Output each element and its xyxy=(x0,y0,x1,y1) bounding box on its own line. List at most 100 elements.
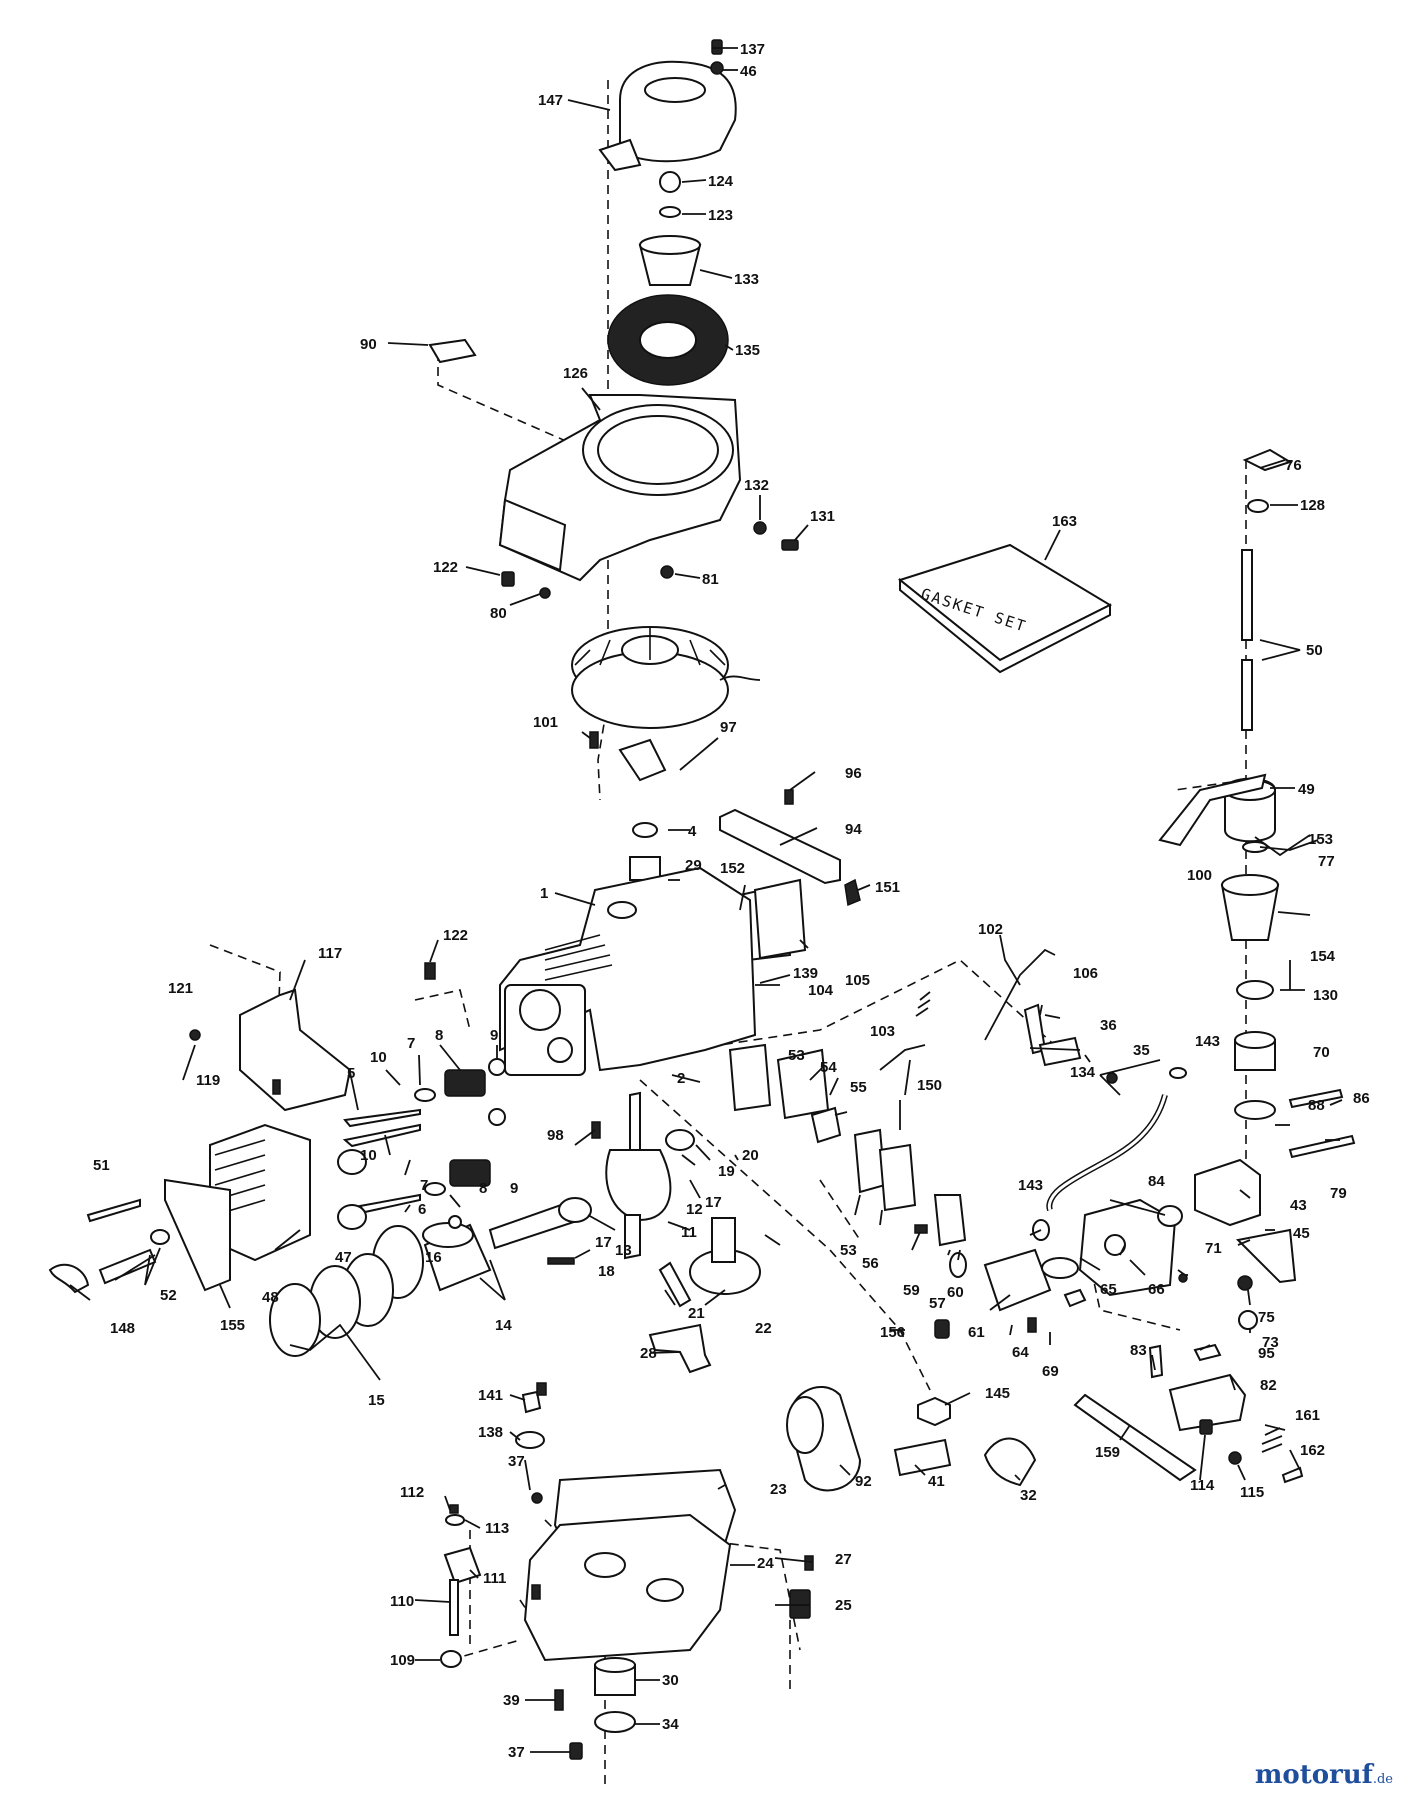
callout-154: 154 xyxy=(1310,948,1336,965)
callout-111: 111 xyxy=(483,1570,506,1587)
callout-98: 98 xyxy=(547,1127,564,1144)
callout-32: 32 xyxy=(1020,1487,1037,1504)
callout-113: 113 xyxy=(485,1520,509,1537)
callout-124: 124 xyxy=(708,173,734,190)
callout-135: 135 xyxy=(735,342,760,359)
callout-143: 143 xyxy=(1195,1033,1220,1050)
carburetor-66 xyxy=(1078,1198,1177,1297)
callout-60: 60 xyxy=(947,1284,964,1301)
callout-22: 22 xyxy=(755,1320,772,1337)
callout-115: 115 xyxy=(1240,1484,1264,1501)
callout-8: 8 xyxy=(435,1027,443,1044)
callout-20: 20 xyxy=(742,1147,759,1164)
callout-134: 134 xyxy=(1070,1064,1096,1081)
callout-10: 10 xyxy=(370,1049,387,1066)
callout-18: 18 xyxy=(598,1263,615,1280)
callout-83: 83 xyxy=(1130,1342,1147,1359)
callout-46: 46 xyxy=(740,63,757,80)
callout-159: 159 xyxy=(1095,1444,1120,1461)
piston-14 xyxy=(422,1222,492,1292)
callout-162: 162 xyxy=(1300,1442,1325,1459)
callout-112: 112 xyxy=(400,1484,424,1501)
callout-77: 77 xyxy=(1318,853,1335,870)
callout-54: 54 xyxy=(820,1059,837,1076)
callout-47: 47 xyxy=(335,1249,352,1266)
watermark-tld: .de xyxy=(1372,1772,1393,1787)
callout-97: 97 xyxy=(720,719,737,736)
callout-37: 37 xyxy=(508,1744,525,1761)
callout-155: 155 xyxy=(220,1317,245,1334)
cylinder-block-1 xyxy=(499,866,757,1076)
watermark-logo: motoruf.de xyxy=(1255,1760,1393,1790)
callout-7: 7 xyxy=(407,1035,415,1052)
callout-94: 94 xyxy=(845,821,862,838)
callout-5: 5 xyxy=(347,1065,355,1082)
callout-130: 130 xyxy=(1313,987,1338,1004)
callout-161: 161 xyxy=(1295,1407,1320,1424)
callout-25: 25 xyxy=(835,1597,852,1614)
callout-156: 156 xyxy=(880,1324,905,1341)
flywheel-97 xyxy=(571,626,761,729)
callout-37: 37 xyxy=(508,1453,525,1470)
callout-28: 28 xyxy=(640,1345,657,1362)
callout-12: 12 xyxy=(686,1201,703,1218)
callout-35: 35 xyxy=(1133,1042,1150,1059)
callout-21: 21 xyxy=(688,1305,705,1322)
callout-152: 152 xyxy=(720,860,745,877)
callout-56: 56 xyxy=(862,1255,879,1272)
callout-48: 48 xyxy=(262,1289,279,1306)
callout-75: 75 xyxy=(1258,1309,1275,1326)
callout-117: 117 xyxy=(318,945,342,962)
callout-70: 70 xyxy=(1313,1044,1330,1061)
callout-90: 90 xyxy=(360,336,377,353)
callout-53: 53 xyxy=(788,1047,805,1064)
callout-145: 145 xyxy=(985,1385,1010,1402)
callout-34: 34 xyxy=(662,1716,679,1733)
callout-43: 43 xyxy=(1290,1197,1307,1214)
callout-50: 50 xyxy=(1306,642,1323,659)
callout-29: 29 xyxy=(685,857,702,874)
callout-24: 24 xyxy=(757,1555,774,1572)
callout-30: 30 xyxy=(662,1672,679,1689)
callout-7: 7 xyxy=(420,1177,428,1194)
callout-147: 147 xyxy=(538,92,563,109)
callout-65: 65 xyxy=(1100,1281,1117,1298)
callout-79: 79 xyxy=(1330,1185,1347,1202)
callout-8: 8 xyxy=(479,1180,487,1197)
callout-23: 23 xyxy=(770,1481,787,1498)
callout-138: 138 xyxy=(478,1424,503,1441)
gasket-set-163: GASKET SET xyxy=(897,543,1113,674)
callout-4: 4 xyxy=(688,823,697,840)
callout-128: 128 xyxy=(1300,497,1325,514)
callout-131: 131 xyxy=(810,508,835,525)
crankcase-cover-24 xyxy=(523,1513,732,1662)
callout-64: 64 xyxy=(1012,1344,1029,1361)
callout-49: 49 xyxy=(1298,781,1315,798)
callout-14: 14 xyxy=(495,1317,512,1334)
callout-1: 1 xyxy=(540,885,548,902)
part-callouts: 137 46 147 124 123 133 90 135 126 132 13… xyxy=(93,41,1370,1761)
callout-53: 53 xyxy=(840,1242,857,1259)
callout-41: 41 xyxy=(928,1473,945,1490)
callout-119: 119 xyxy=(196,1072,220,1089)
crankshaft-13 xyxy=(605,1091,672,1260)
callout-151: 151 xyxy=(875,879,900,896)
leader-lines xyxy=(69,47,1343,1753)
callout-76: 76 xyxy=(1285,457,1302,474)
callout-150: 150 xyxy=(917,1077,942,1094)
callout-57: 57 xyxy=(929,1295,946,1312)
callout-27: 27 xyxy=(835,1551,852,1568)
callout-66: 66 xyxy=(1148,1281,1165,1298)
callout-71: 71 xyxy=(1205,1240,1222,1257)
callout-121: 121 xyxy=(168,980,193,997)
callout-19: 19 xyxy=(718,1163,735,1180)
watermark-brand: motoruf xyxy=(1254,1760,1373,1790)
callout-123: 123 xyxy=(708,207,733,224)
callout-92: 92 xyxy=(855,1473,872,1490)
callout-101: 101 xyxy=(533,714,558,731)
callout-109: 109 xyxy=(390,1652,415,1669)
callout-59: 59 xyxy=(903,1282,920,1299)
callout-137: 137 xyxy=(740,41,765,58)
callout-39: 39 xyxy=(503,1692,520,1709)
